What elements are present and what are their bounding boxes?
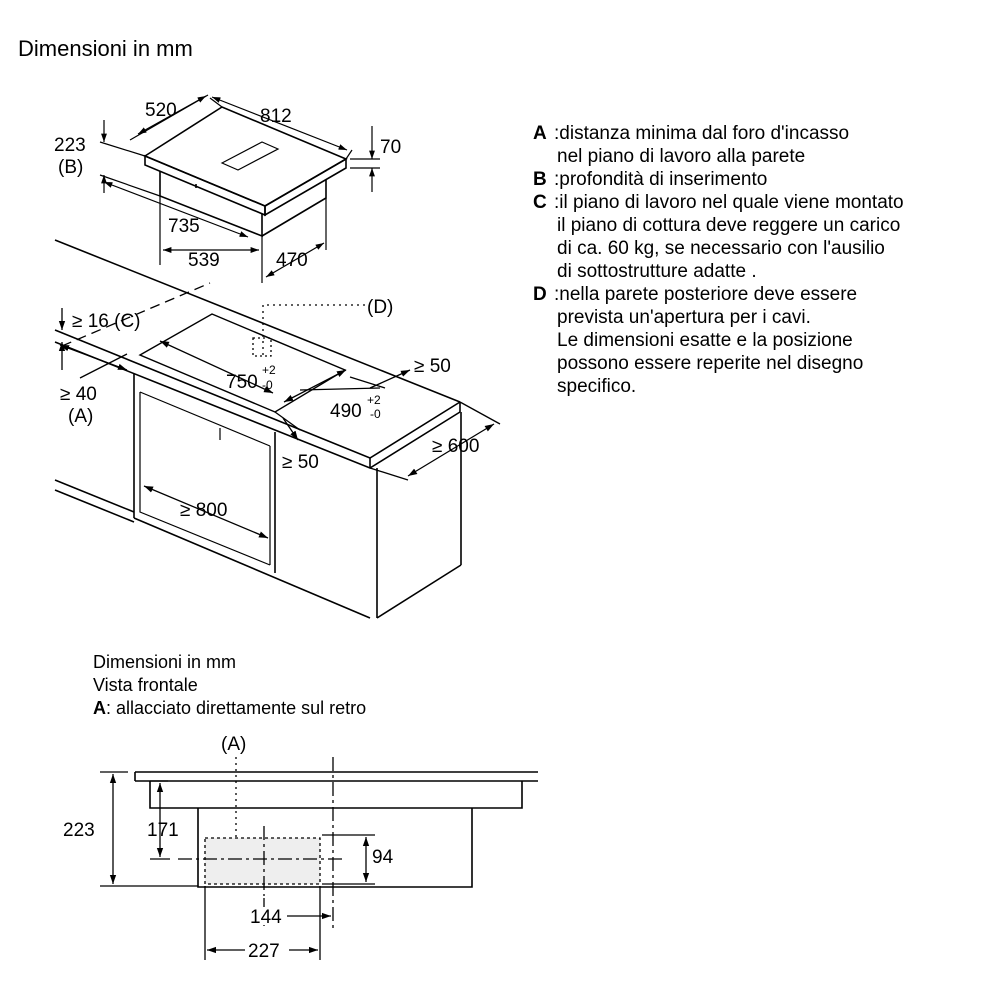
dim-50-lower: ≥ 50 <box>282 452 319 473</box>
legend-text: di sottostrutture adatte . <box>557 261 757 282</box>
legend-item-d: D :nella parete posteriore deve essere <box>533 283 993 306</box>
dim-223: 223 <box>54 135 86 156</box>
front-view-caption: Dimensioni in mm Vista frontale A: allac… <box>93 651 366 720</box>
legend-text: possono essere reperite nel disegno <box>557 353 864 374</box>
legend-text: :profondità di inserimento <box>554 169 768 190</box>
countertop-cutout <box>138 313 347 413</box>
dim-520: 520 <box>145 100 177 121</box>
dim-539: 539 <box>188 250 220 271</box>
legend-item-a: A :distanza minima dal foro d'incasso <box>533 122 993 145</box>
dim-490-tol-minus: -0 <box>370 407 381 421</box>
legend-text: Le dimensioni esatte e la posizione <box>557 330 853 351</box>
legend-text: di ca. 60 kg, se necessario con l'ausili… <box>557 238 885 259</box>
cabinet-drawing <box>54 239 462 619</box>
dim-750-tol-minus: -0 <box>262 378 273 392</box>
dim-750-tol-plus: +2 <box>262 363 276 377</box>
front-label-a: (A) <box>221 734 246 755</box>
legend-key: B <box>533 169 547 190</box>
legend-key: A <box>533 123 547 144</box>
legend-text: nel piano di lavoro alla parete <box>557 146 806 167</box>
dim-490-tol-plus: +2 <box>367 393 381 407</box>
connection-area <box>204 837 321 885</box>
dim-600: ≥ 600 <box>432 436 479 457</box>
legend: A :distanza minima dal foro d'incasso nel… <box>533 122 993 398</box>
front-view-subtitle: Vista frontale <box>93 675 198 695</box>
dim-735: 735 <box>168 216 200 237</box>
page-title: Dimensioni in mm <box>18 36 193 61</box>
dim-16-c: ≥ 16 (C) <box>72 311 141 332</box>
countertop-top <box>54 329 461 459</box>
front-dim-227: 227 <box>248 941 280 962</box>
dim-812: 812 <box>260 106 292 127</box>
legend-item-c: C :il piano di lavoro nel quale viene mon… <box>533 191 993 214</box>
legend-text: :nella parete posteriore deve essere <box>554 284 858 305</box>
cooktop-glass <box>143 106 348 207</box>
dim-d: (D) <box>367 297 393 318</box>
cooktop-dimensions <box>99 94 380 283</box>
dim-70: 70 <box>380 137 401 158</box>
vent-strip <box>220 141 280 171</box>
legend-key: D <box>533 284 547 305</box>
legend-text: il piano di cottura deve reggere un cari… <box>557 215 901 236</box>
legend-text: specifico. <box>557 376 637 397</box>
front-view-dimensions <box>100 757 375 960</box>
dim-750: 750 <box>226 372 258 393</box>
front-view-legend: A: allacciato direttamente sul retro <box>93 697 366 720</box>
dim-800: ≥ 800 <box>180 500 227 521</box>
cabinet-dimensions <box>58 282 501 539</box>
legend-text: : allacciato direttamente sul retro <box>106 698 367 718</box>
legend-key: A <box>93 698 106 718</box>
cooktop-side-edge <box>264 157 347 217</box>
dim-490: 490 <box>330 401 362 422</box>
legend-text: prevista un'apertura per i cavi. <box>557 307 811 328</box>
front-view-title: Dimensioni in mm <box>93 652 237 672</box>
dim-40: ≥ 40 <box>60 384 97 405</box>
dim-470: 470 <box>276 250 308 271</box>
wall-line <box>54 239 461 403</box>
dim-b: (B) <box>58 157 83 178</box>
front-dim-171: 171 <box>147 820 179 841</box>
legend-item-b: B :profondità di inserimento <box>533 168 993 191</box>
dim-50-upper: ≥ 50 <box>414 356 451 377</box>
front-dim-144: 144 <box>250 907 282 928</box>
legend-text: :distanza minima dal foro d'incasso <box>554 123 850 144</box>
front-dim-94: 94 <box>372 847 394 868</box>
legend-text: :il piano di lavoro nel quale viene mont… <box>554 192 904 213</box>
front-view-drawing <box>134 771 538 888</box>
dim-a: (A) <box>68 406 93 427</box>
front-dim-223: 223 <box>63 820 95 841</box>
legend-key: C <box>533 192 547 213</box>
